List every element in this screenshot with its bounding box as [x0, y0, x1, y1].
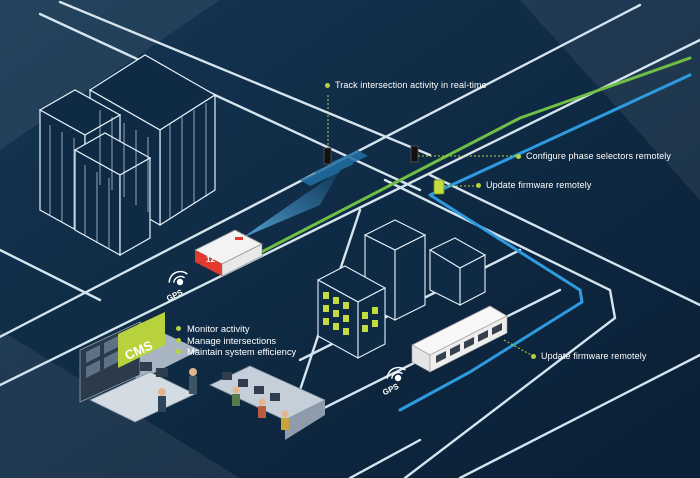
callout-firmware-bus: Update firmware remotely: [531, 351, 646, 361]
callout-bullet: [325, 83, 330, 88]
list-bullet: [176, 326, 181, 331]
signal-head-left: [323, 147, 332, 165]
callout-bullet: [476, 183, 481, 188]
cms-screen: [118, 312, 165, 368]
bottom-road: [348, 438, 422, 478]
callout-track-text: Track intersection activity in real-time: [335, 80, 487, 90]
callout-track-activity: Track intersection activity in real-time: [325, 80, 487, 90]
right-road-edge: [428, 173, 700, 307]
callout-firmware-top: Update firmware remotely: [476, 180, 591, 190]
building-window-lines: [49, 103, 207, 249]
direction-chevrons: [300, 150, 368, 186]
control-center: CMS: [79, 312, 326, 440]
list-bullet: [176, 349, 181, 355]
lit-windows: [323, 292, 378, 335]
left-road: [0, 248, 102, 302]
control-center-item-text: Maintain system efficiency: [187, 346, 297, 358]
ambulance: 12: [194, 229, 263, 277]
ambulance-lightbar: [235, 237, 243, 240]
callout-firmware-top-text: Update firmware remotely: [486, 180, 592, 190]
signal-beam: [242, 170, 340, 238]
control-center-item: Manage intersections: [176, 335, 296, 347]
right-loop-road: [383, 178, 617, 478]
bus: [411, 305, 508, 373]
firmware-controller-box: [433, 179, 445, 195]
cross-road-right-edge: [58, 0, 432, 157]
callout-bullet: [531, 354, 536, 359]
desk-monitors: [140, 362, 280, 401]
ambulance-side: [195, 250, 222, 276]
operator-body-standing: [189, 376, 197, 394]
signal-head-right: [410, 145, 419, 163]
middle-buildings: [316, 219, 487, 359]
control-center-item: Maintain system efficiency: [176, 346, 296, 358]
traffic-signals: [323, 95, 534, 357]
ambulance-front-side: [221, 243, 263, 277]
control-center-item: Monitor activity: [176, 323, 296, 335]
bus-windows: [436, 323, 502, 363]
control-center-item-text: Manage intersections: [187, 334, 277, 346]
ambulance-route-green: [248, 56, 692, 260]
callout-phase-text: Configure phase selectors remotely: [526, 151, 671, 161]
bus-firmware-leader-line: [503, 339, 534, 357]
main-road-lower-edge: [0, 38, 700, 387]
operators: [158, 368, 289, 430]
callout-bullet: [516, 154, 521, 159]
block-b-right: [119, 156, 151, 257]
list-bullet: [176, 337, 181, 343]
callout-firmware-bus-text: Update firmware remotely: [541, 351, 647, 361]
control-center-list: Monitor activity Manage intersections Ma…: [176, 323, 296, 358]
mid-tower-right: [394, 234, 426, 321]
callout-phase-selectors: Configure phase selectors remotely: [516, 151, 671, 161]
desk-back-side: [285, 400, 325, 440]
bottom-right-road: [458, 353, 700, 478]
control-center-item-text: Monitor activity: [187, 323, 250, 334]
green-block-right: [357, 287, 386, 359]
video-wall-screens: [86, 336, 118, 378]
ambulance-number: 12: [206, 255, 215, 264]
small-block-right: [459, 254, 486, 306]
operator-head-standing: [189, 368, 197, 376]
routes: [248, 56, 692, 412]
bus-route-blue: [398, 73, 692, 412]
left-buildings: [38, 54, 217, 257]
